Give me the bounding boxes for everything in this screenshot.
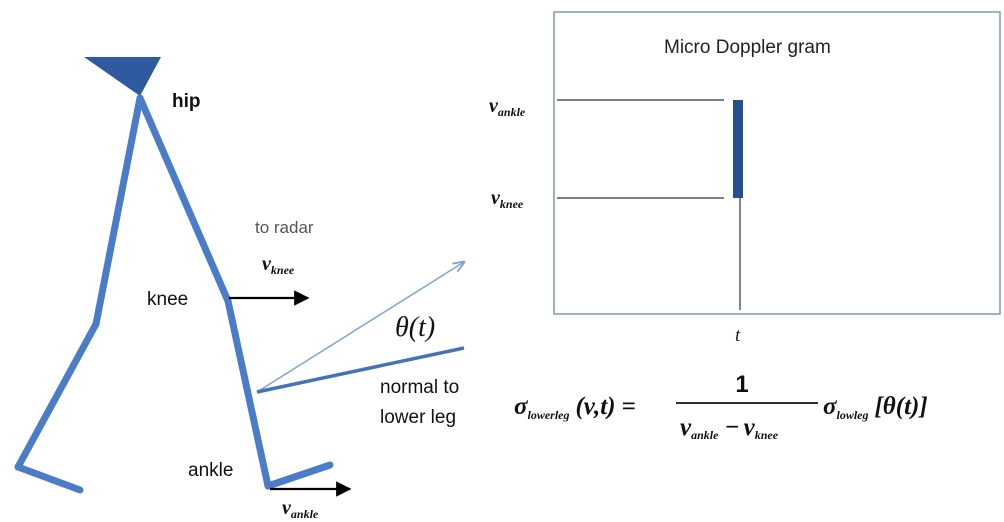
lower-leg-back [14,320,100,471]
v-knee-velocity-label: vknee [262,253,295,277]
ankle-label: ankle [188,460,233,481]
normal-to-lower-leg-line [256,346,465,394]
formula-lhs: σlowerleg (v,t) = [514,393,636,422]
formula-den-v2-sub: knee [755,428,779,442]
v-knee-subscript: knee [271,263,295,277]
v-knee-symbol: v [262,253,272,275]
rcs-formula: σlowerleg(v,t)= 1 vankle−vknee σlowleg[θ… [514,371,928,442]
foot-back [14,463,84,494]
formula-rhs-subscript: lowleg [836,408,868,422]
hip-marker [84,57,161,96]
formula-lhs-args: (v,t) [575,393,615,420]
upper-leg-back [92,94,144,328]
stick-figure [14,57,334,494]
formula-equals: = [622,393,636,420]
normal-label-line-1: normal to [380,377,459,398]
to-radar-label: to radar [255,218,314,237]
micro-doppler-gram-panel: Micro Doppler gram [553,11,1001,315]
gram-v-knee-subscript: knee [500,197,524,211]
formula-rhs-sigma: σ [823,393,838,420]
normal-label-line-2: lower leg [380,407,456,428]
gram-v-ankle-label: vankle [489,95,526,119]
gram-frame [553,11,1001,315]
foot-front [264,461,334,490]
gram-v-ankle-symbol: v [489,95,499,117]
theta-label: θ(t) [395,312,435,343]
knee-label: knee [147,289,188,310]
v-ankle-symbol: v [282,497,292,519]
formula-den-v1-sub: ankle [691,428,719,442]
gram-v-knee-label: vknee [491,187,524,211]
gram-title: Micro Doppler gram [664,37,831,58]
lower-leg-front [224,297,272,490]
radar-direction-ray [256,262,464,393]
formula-lhs-subscript: lowerleg [527,408,569,422]
hip-label: hip [172,91,201,112]
formula-rhs-args: [θ(t)] [874,393,927,420]
v-ankle-subscript: ankle [291,507,319,521]
doppler-spread-bar [733,100,743,198]
formula-den-v2: v [744,414,756,441]
v-ankle-velocity-label: vankle [282,497,319,521]
formula-den-minus: − [724,414,739,441]
formula-numerator: 1 [735,371,748,398]
gram-v-knee-symbol: v [491,187,501,209]
formula-den-v1: v [680,414,692,441]
formula-denominator: vankle−vknee [680,414,779,442]
gram-t-label: t [735,325,741,346]
gram-v-ankle-subscript: ankle [498,105,526,119]
formula-lhs-sigma: σ [514,393,529,420]
upper-leg-front [136,94,232,305]
formula-rhs: σlowleg [θ(t)] [823,393,928,422]
